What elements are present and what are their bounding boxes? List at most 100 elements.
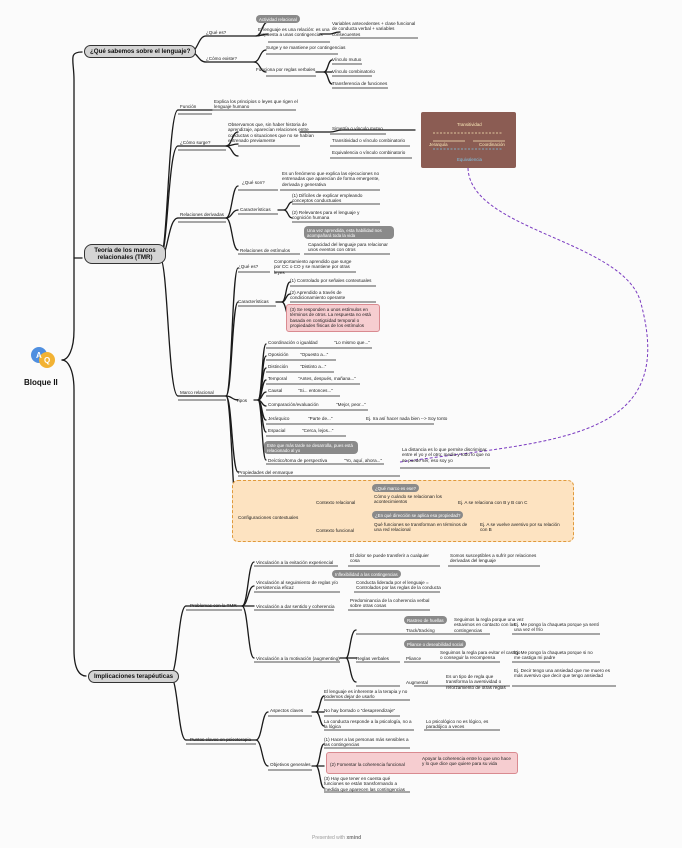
node-puntos-claves[interactable]: Puntos claves en psicoterapia [190,737,252,742]
node-simetria[interactable]: Simetría o vínculo mutuo [332,126,383,131]
svg-text:A: A [36,351,42,360]
chat-bubbles-icon: A Q [31,347,55,368]
root-topic[interactable]: Bloque II [24,378,58,387]
tipo-name[interactable]: Oposición [268,352,289,357]
figure-arrows [433,132,505,150]
node-variables[interactable]: Variables antecedentes + clase funcional… [332,21,416,37]
node-rd-caracteristicas[interactable]: Características [240,207,271,212]
node-como-existe[interactable]: ¿Cómo existe? [206,56,237,61]
node-a3[interactable]: La conducta responde a la psicología, no… [324,719,412,730]
node-funcion[interactable]: Función [180,104,197,109]
node-como-surge[interactable]: ¿Cómo surge? [180,140,211,145]
tipo-example: "Lo mismo que..." [334,340,370,345]
node-ctx-rel-txt[interactable]: Cómo y cuándo se relacionan los aconteci… [374,494,442,505]
node-vinculo-combinatorio[interactable]: Vínculo combinatorio [332,69,375,74]
node-rd-c1[interactable]: (1) Difíciles de explicar empleando conc… [292,193,363,204]
node-deictico[interactable]: Deíctico/toma de perspectiva [268,458,328,463]
node-ctx-fun-ej[interactable]: Ej. A se vuelve aversivo por su relación… [480,522,560,533]
node-relaciones-derivadas[interactable]: Relaciones derivadas [180,212,224,217]
node-reglas-verbales[interactable]: Reglas verbales [356,656,389,661]
tipo-name[interactable]: Temporal [268,376,287,381]
node-augmental-ej[interactable]: Ej. Decir tengo una ansiedad que me muer… [514,668,611,679]
label-habilidad-vida: Una vez aprendida, esta habilidad nos ac… [304,226,394,240]
node-o2[interactable]: (2) Fomentar la coherencia funcional [330,762,405,767]
topic-que-sabemos[interactable]: ¿Qué sabemos sobre el lenguaje? [84,45,197,58]
tipo-example: "Opuesto a..." [300,352,329,357]
node-o3[interactable]: (3) Hay que tener en cuenta qué funcione… [324,776,405,792]
node-como-surge-txt[interactable]: Observamos que, sin haber historia de ap… [228,122,314,144]
label-que-marco: ¿Qué marco es ese? [372,484,419,493]
node-ctx-fun-txt[interactable]: Qué funciones se transforman en términos… [374,522,468,533]
node-a3b[interactable]: Lo psicológico no es lógico, es paradóji… [426,719,489,730]
node-propiedades-txt[interactable]: La distancia es lo que permite discrimin… [402,447,491,463]
node-vinculo-mutuo[interactable]: Vínculo mutuo [332,57,362,62]
node-rd-que-son-txt[interactable]: Es un fenómeno que explica las ejecucion… [282,171,380,187]
node-objetivos[interactable]: Objetivos generales [270,762,311,767]
presented-with-footer: Presented with xmind [312,835,361,841]
node-rd-c2[interactable]: (2) Relevantes para el lenguaje y cognic… [292,210,360,221]
label-direccion: ¿En qué dirección se aplica esa propieda… [372,511,464,520]
node-rel-estimulos-txt[interactable]: Capacidad del lenguaje para relacionar u… [308,242,388,253]
node-p4[interactable]: Vinculación a la motivación (augmenting) [256,656,340,661]
tipo-name[interactable]: Causal [268,388,283,393]
node-a2[interactable]: No hay borrado o "desaprendizaje" [324,708,396,713]
tipo-name[interactable]: Coordinación o igualdad [268,340,318,345]
node-o1[interactable]: (1) Hacer a las personas más sensibles a… [324,737,409,748]
node-configuraciones[interactable]: Configuraciones contextuales [238,515,299,520]
node-p2[interactable]: Vinculación al seguimiento de reglas y/o… [256,580,338,591]
node-mr-c2[interactable]: (2) Aprendido a través de condicionamien… [290,290,346,301]
tipo-example: "Distinto a..." [300,364,327,369]
node-problemas[interactable]: Problemas con la TMR [190,603,237,608]
node-tracking-ej[interactable]: Ej. Me pongo la chaqueta porque ya sentí… [514,622,600,633]
node-jerarquico-ejemplo[interactable]: Ej. Ira así hacer nada bien --> Soy tont… [366,416,448,421]
node-equivalencia[interactable]: Equivalencia o vínculo combinatorio [332,150,406,155]
node-funcion-txt[interactable]: Explica los principios o leyes que rigen… [214,99,298,110]
tipo-name[interactable]: Distinción [268,364,288,369]
node-p1[interactable]: Vinculación a la evitación experiencial [256,560,334,565]
node-relaciones-estimulos[interactable]: Relaciones de estímulos [240,248,291,253]
node-contexto-relacional[interactable]: Contexto relacional [316,500,356,505]
node-rd-que-son[interactable]: ¿Qué son? [242,180,265,185]
node-tracking[interactable]: Track/tracking [406,628,435,633]
node-p3[interactable]: Vinculación a dar sentido y coherencia [256,604,335,609]
relational-figure: Transitividad Jerarquía Coordinación Equ… [421,112,516,168]
node-mr-caracteristicas[interactable]: Características [238,299,269,304]
node-p1b[interactable]: Somos susceptibles a sufrir por relacion… [450,553,537,564]
node-tracking-txt[interactable]: Seguimos la regla porque una vez estuvim… [454,617,524,633]
node-p2a[interactable]: Conducta liderada por el lenguaje = Cont… [356,580,441,591]
topic-tmr[interactable]: Teoría de los marcos relacionales (TMR) [84,244,166,264]
node-mr-c1[interactable]: (1) Controlado por señales contextuales [290,278,372,283]
tipo-name[interactable]: Espacial [268,428,286,433]
node-marco-relacional[interactable]: Marco relacional [180,390,214,395]
node-augmental[interactable]: Augmental [406,680,428,685]
node-contexto-funcional[interactable]: Contexto funcional [316,528,355,533]
node-transferencia[interactable]: Transferencia de funciones [332,81,388,86]
node-mr-que-es[interactable]: ¿Qué es? [238,264,259,269]
node-aspectos[interactable]: Aspectos claves [270,708,304,713]
topic-implicaciones[interactable]: Implicaciones terapéuticas [88,670,180,683]
node-pliance-txt[interactable]: Seguimos la regla para evitar el castigo… [440,650,521,661]
node-p1a[interactable]: El dolor se puede transferir a cualquier… [350,553,429,564]
node-pliance[interactable]: Pliance [406,656,422,661]
node-tipos[interactable]: Tipos [236,398,248,403]
node-funciona-reglas[interactable]: Funciona por reglas verbales [256,67,316,72]
node-propiedades-enmarque[interactable]: Propiedades del enmarque [238,470,294,475]
node-surge[interactable]: Surge y se mantiene por contingencias [266,45,346,50]
node-mr-que-es-txt[interactable]: Comportamiento aprendido que surge por C… [274,259,352,275]
node-que-es[interactable]: ¿Qué es? [206,30,227,35]
node-pliance-ej[interactable]: Ej. Me pongo la chaqueta porque si no me… [514,650,593,661]
node-p3a[interactable]: Predominancia de la coherencia verbal so… [350,598,430,609]
highlight-mr-c3 [286,304,380,332]
tipo-name[interactable]: Jerárquico [268,416,290,421]
tipo-name[interactable]: Comparación/evaluación [268,402,319,407]
node-mr-c3[interactable]: (3) Se responden a unos estímulos en tér… [290,307,371,329]
node-deictico-ejemplo: "Yo, aquí, ahora..." [344,458,383,463]
node-o2b[interactable]: Apoyar la coherencia entre lo que uno ha… [422,756,511,767]
node-augmental-txt[interactable]: Es un tipo de regla que transforma la av… [446,674,506,690]
node-definicion-lenguaje[interactable]: El lenguaje es una relación: es una resp… [258,27,330,38]
node-a1[interactable]: El lenguaje es inherente a la terapia y … [324,689,408,700]
node-ctx-rel-ej[interactable]: Ej. A se relaciona con B y B con C [458,500,528,505]
figure-bottom-label: Equivalencia [457,157,482,162]
node-transitividad[interactable]: Transitividad o vínculo combinatorio [332,138,406,143]
